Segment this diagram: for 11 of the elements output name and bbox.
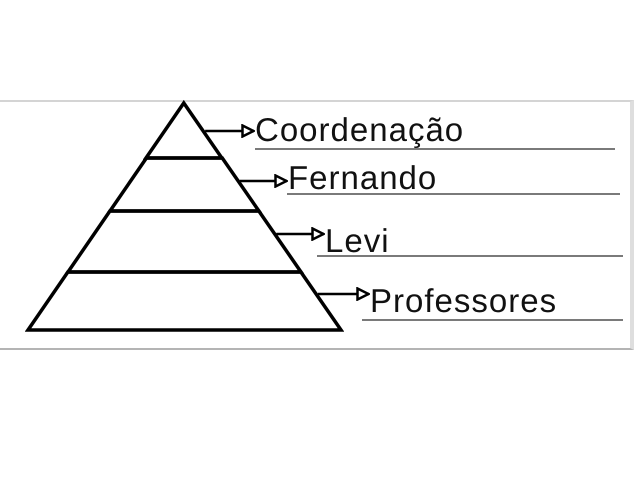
level-label: Levi [325,224,390,258]
pyramid-tier [25,269,344,333]
arrow [240,174,288,188]
level-label: Fernando [288,161,438,195]
arrow [276,227,325,241]
level-label: Professores [370,284,558,318]
arrow [318,287,370,301]
pyramid-apex-tier [143,98,226,161]
pyramid-tier [64,208,304,275]
arrow [205,124,255,138]
level-label: Coordenação [255,113,464,147]
